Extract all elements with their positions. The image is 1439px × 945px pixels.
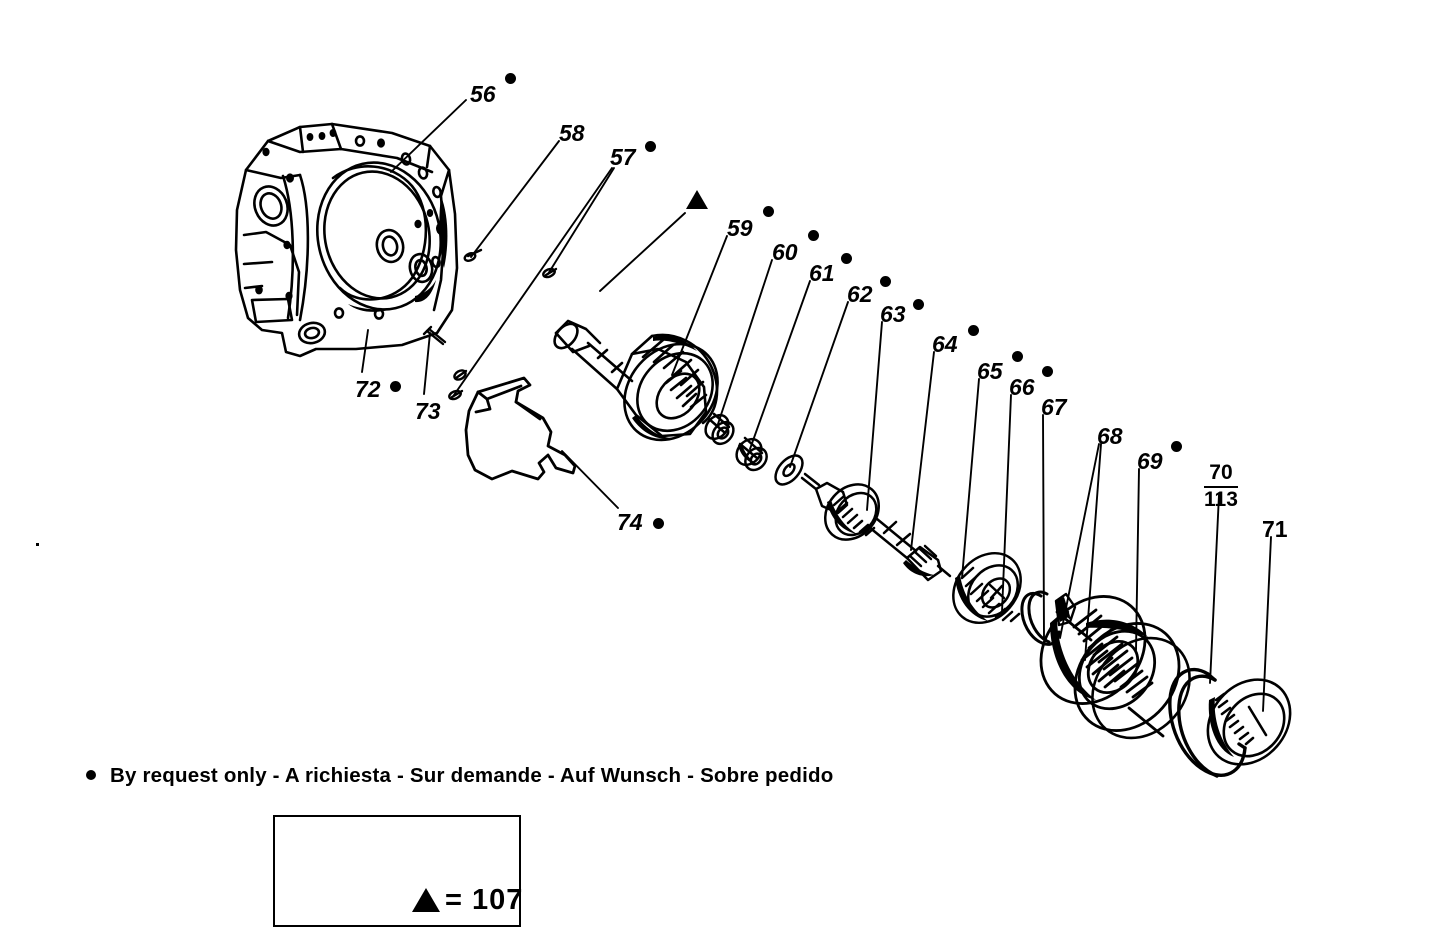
callout-bullet-57 [645,141,656,152]
fraction-denominator: 113 [1204,487,1238,511]
callout-label-61: 61 [809,260,835,286]
callout-label-56: 56 [470,81,496,107]
bullet-dot-icon [86,769,96,780]
callout-label-64: 64 [932,331,958,357]
input-shaft-59 [553,319,719,442]
footnote-caption: By request only - A richiesta - Sur dema… [86,764,833,788]
callout-label-62: 62 [847,281,873,307]
synchronizer-ring-69 [1091,636,1191,740]
callout-label-74: 74 [617,509,643,535]
callout-label-59: 59 [727,215,753,241]
callout-bullet-63 [913,299,924,310]
callout-label-68: 68 [1097,423,1123,449]
footnote-caption-text: By request only - A richiesta - Sur dema… [110,764,834,787]
callout-bullet-62 [880,276,891,287]
callout-label-57: 57 [610,144,636,170]
circlip-snap-ring-70-113 [1168,668,1247,778]
callout-label-63: 63 [880,301,906,327]
callout-label-58: 58 [559,120,585,146]
fraction-numerator: 70 [1209,461,1233,484]
callout-label-67: 67 [1041,394,1067,420]
sealant-triangle-marker [686,190,708,209]
legend-equation: = 107 [445,884,523,917]
callout-label-66: 66 [1009,374,1035,400]
callout-label-71: 71 [1262,516,1288,542]
shield-guard-plate-74 [464,376,577,481]
spline-section-64 [905,544,943,582]
callout-bullet-69 [1171,441,1182,452]
callout-bullet-74 [653,518,664,529]
callout-bullet-65 [1012,351,1023,362]
callout-label-73: 73 [415,398,441,424]
callout-bullet-64 [968,325,979,336]
callout-bullet-59 [763,206,774,217]
callout-bullet-72 [390,381,401,392]
callout-label-69: 69 [1137,448,1163,474]
callout-label-65: 65 [977,358,1003,384]
fraction-bar [1204,485,1238,488]
callout-label-60: 60 [772,239,798,265]
legend-value: 107 [472,884,524,916]
callout-bullet-56 [505,73,516,84]
locating-pin-73 [453,369,468,381]
toothed-ring-71 [1206,678,1292,766]
callout-bullet-60 [808,230,819,241]
scan-artifact-speck [36,543,39,546]
gear-65 [952,551,1022,625]
callout-bullet-66 [1042,366,1053,377]
legend-triangle-icon [412,888,440,912]
bearing-bush-61 [735,436,768,472]
callout-label-72: 72 [355,376,381,402]
callout-bullet-61 [841,253,852,264]
leader-lines [361,99,1272,712]
clutch-bell-housing-drawing [234,122,459,358]
countershaft-gear-cluster-63 [800,472,952,582]
bearing-bush-60 [704,412,735,446]
legend-equals-sign: = [445,884,463,916]
housing-filled-details [255,129,448,312]
legend-box [273,815,521,927]
callout-label-70-113: 70 113 [1204,461,1238,511]
dowel-pin-57-b [448,389,464,401]
thrust-washer-62 [774,454,804,486]
